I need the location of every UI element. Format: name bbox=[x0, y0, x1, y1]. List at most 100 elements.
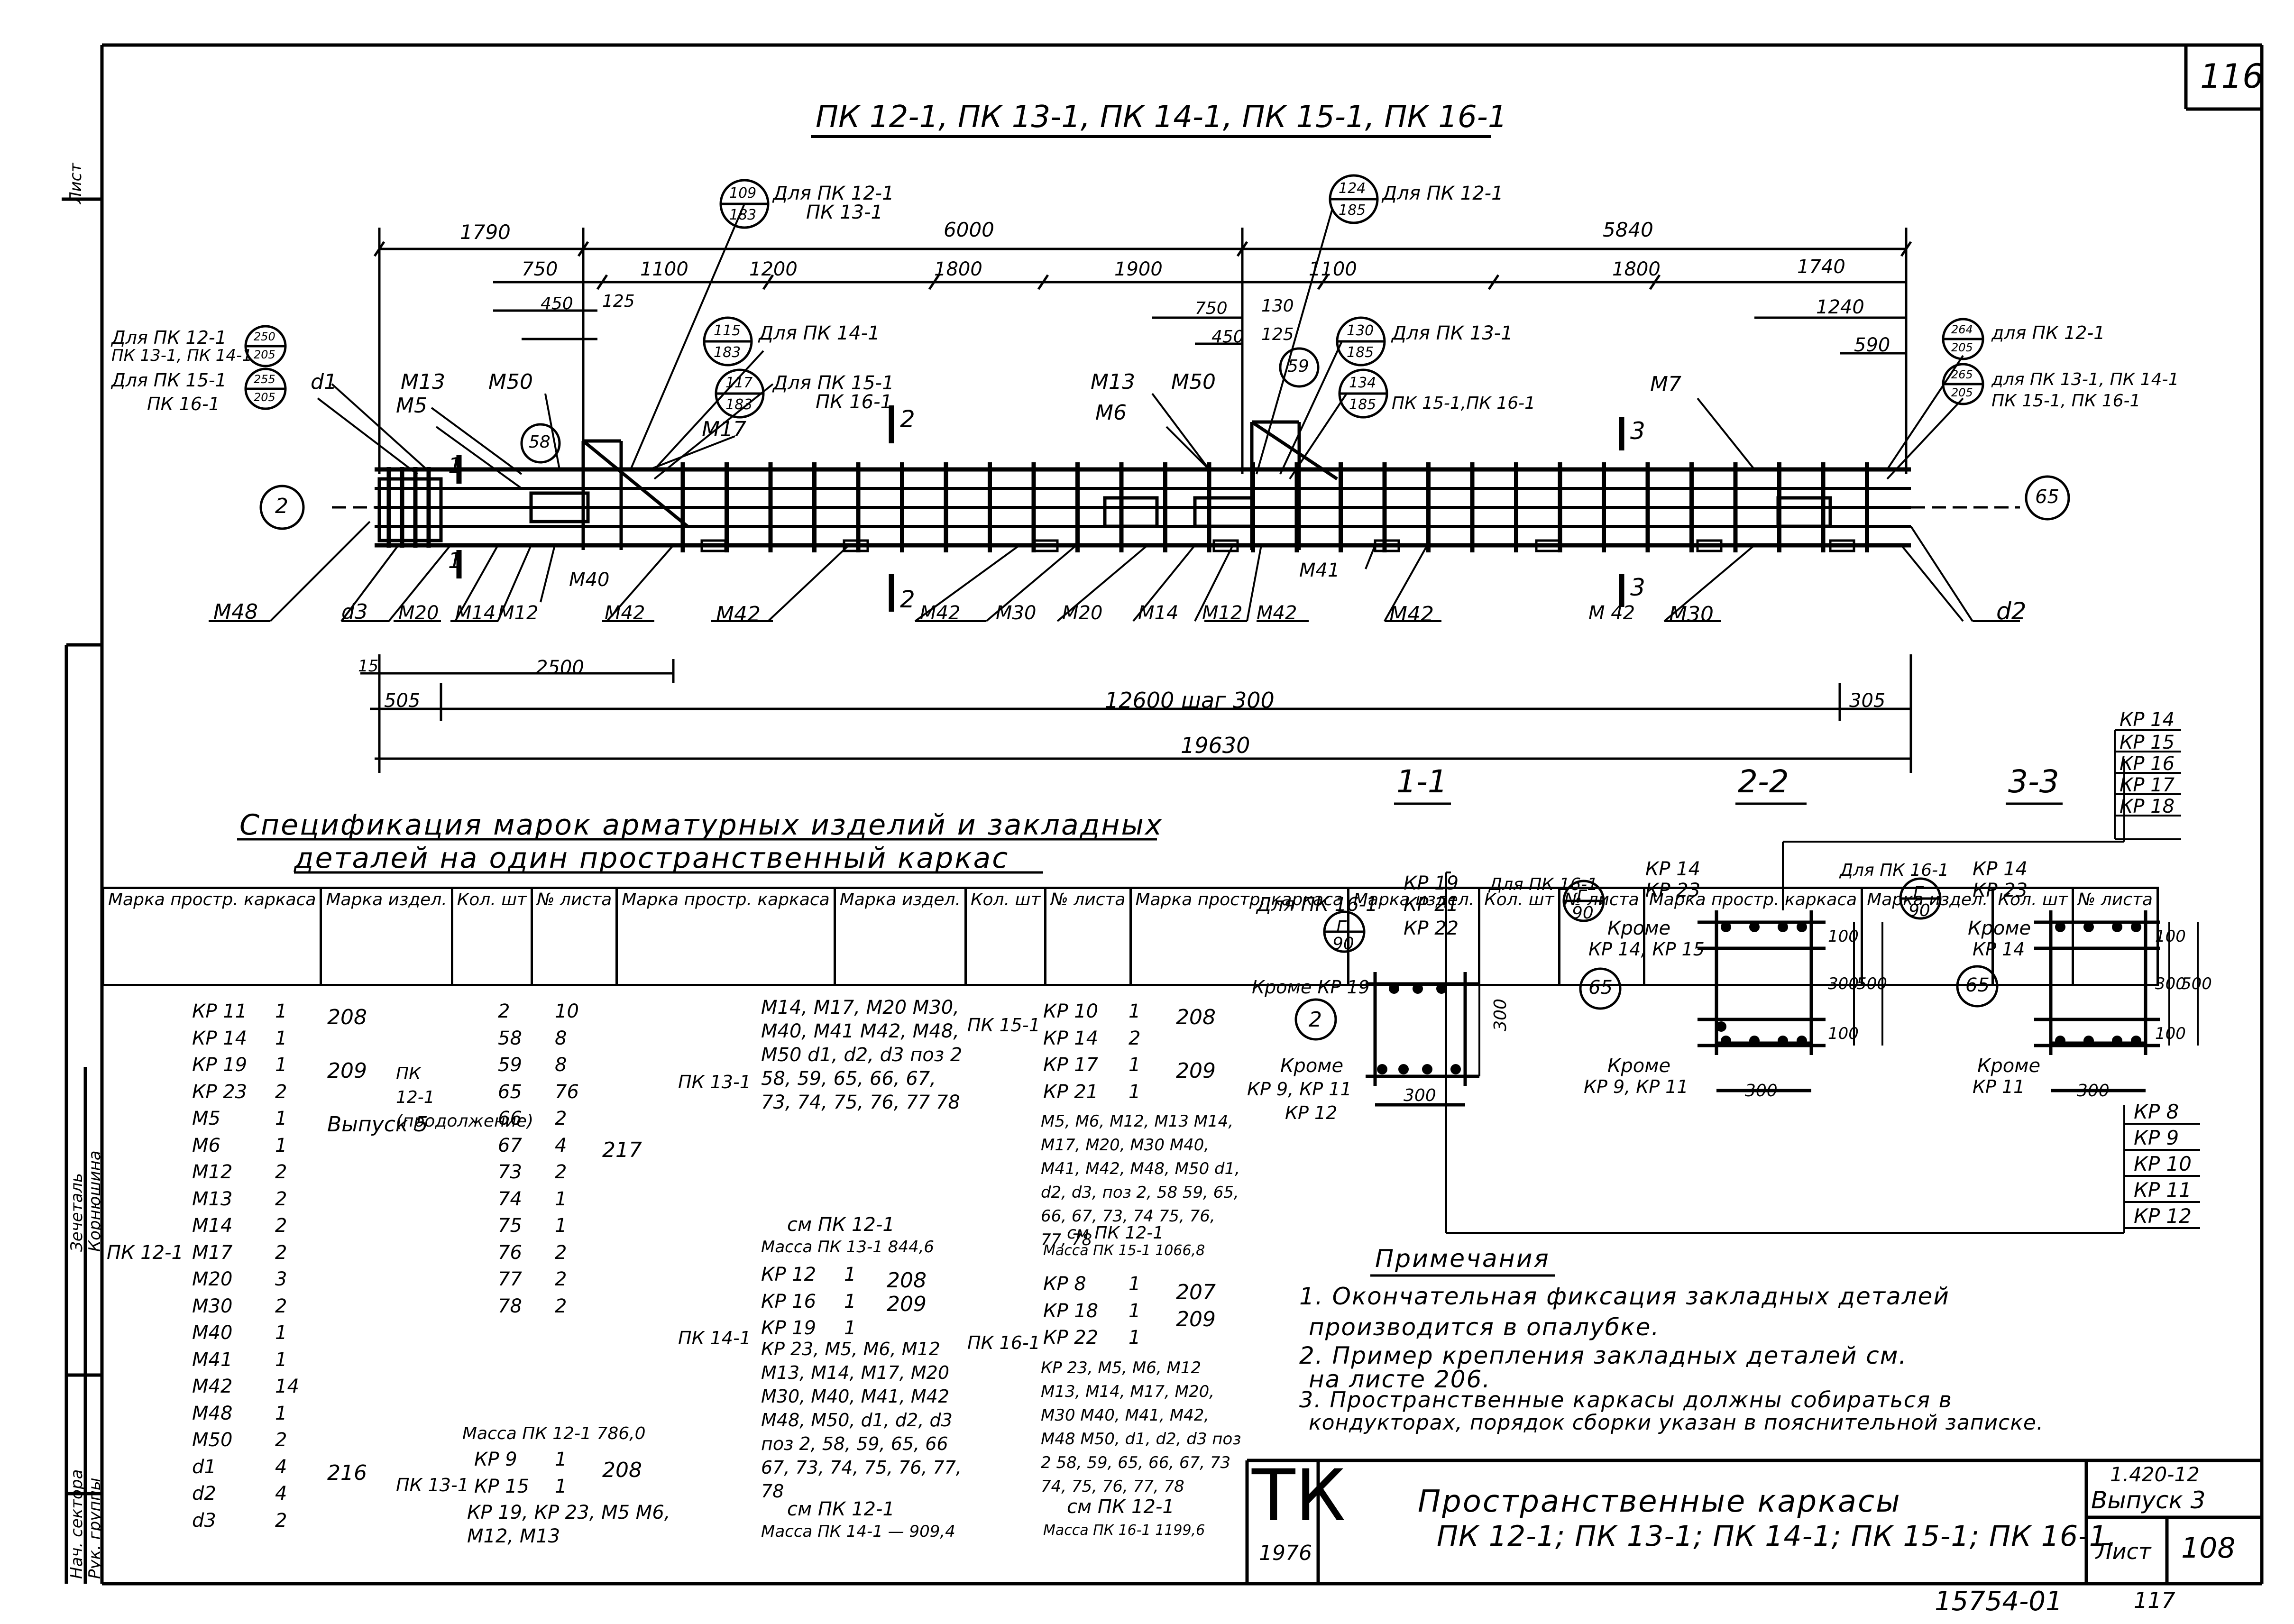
spec-qty: 4 bbox=[555, 1134, 567, 1156]
dim: 300 bbox=[2155, 974, 2186, 993]
dim: 2500 bbox=[536, 657, 584, 679]
spec-mark: ПК 15-1 bbox=[967, 1015, 1040, 1036]
side-nach: Нач. сектора bbox=[67, 1469, 86, 1579]
spec-qty: 2 bbox=[275, 1429, 287, 1451]
th: Кол. шт bbox=[1478, 887, 1560, 986]
dim: 1740 bbox=[1797, 256, 1845, 278]
label: М13 bbox=[1091, 370, 1135, 394]
label: КР 9, КР 11 bbox=[1247, 1079, 1352, 1100]
stamp-sheet: 108 bbox=[2181, 1532, 2236, 1565]
spec-item: М13 bbox=[192, 1188, 233, 1210]
callout-text: Для ПК 15-1 bbox=[773, 372, 894, 394]
spec-sheet: 208 bbox=[602, 1458, 642, 1482]
dim: 1100 bbox=[640, 258, 688, 280]
spec-item: 78 bbox=[498, 1295, 522, 1317]
label: КР 9, КР 11 bbox=[1584, 1076, 1688, 1097]
callout-den: 205 bbox=[254, 348, 275, 361]
label: М7 bbox=[1650, 372, 1681, 396]
spec-qty: 2 bbox=[555, 1241, 567, 1264]
label: М20 bbox=[398, 602, 439, 624]
callout-num: 124 bbox=[1339, 180, 1366, 197]
label: М6 bbox=[1095, 401, 1127, 425]
spec-qty: 1 bbox=[1129, 1327, 1141, 1349]
callout-num: 117 bbox=[725, 375, 753, 391]
dim: 1240 bbox=[1816, 296, 1864, 318]
kr-item: КР 17 bbox=[2120, 774, 2175, 796]
spec-qty: 1 bbox=[275, 1027, 287, 1049]
kr-item: КР 16 bbox=[2120, 753, 2175, 775]
dim: 1200 bbox=[749, 258, 798, 280]
label: М42 bbox=[1257, 602, 1297, 624]
note-line: 1. Окончательная фиксация закладных дета… bbox=[1299, 1283, 1950, 1310]
dim: 1790 bbox=[460, 220, 511, 244]
spec-qty: 1 bbox=[1129, 1054, 1141, 1076]
label: М12 bbox=[1202, 602, 1243, 624]
note-line: 3. Пространственные каркасы должны собир… bbox=[1299, 1387, 1953, 1413]
callout-num: 130 bbox=[1347, 322, 1374, 339]
label: Кроме bbox=[1968, 918, 2031, 939]
spec-item: КР 8 bbox=[1043, 1273, 1086, 1295]
spec-item: 73 bbox=[498, 1161, 522, 1183]
side-ruk: Рук. группы bbox=[85, 1477, 104, 1579]
dim: 100 bbox=[1828, 1024, 1859, 1043]
kr-item: КР 10 bbox=[2134, 1152, 2192, 1175]
spec-item: d1 bbox=[192, 1456, 216, 1478]
section-mark: 3 bbox=[1630, 574, 1645, 601]
spec-item: М12 bbox=[192, 1161, 233, 1183]
label: М30 bbox=[1669, 602, 1714, 626]
th: Кол. шт bbox=[964, 887, 1047, 986]
spec-mass: Масса ПК 16-1 1199,6 bbox=[1043, 1522, 1205, 1539]
dim: 100 bbox=[1828, 927, 1859, 946]
th: Кол. шт bbox=[1991, 887, 2074, 986]
callout-text: ПК 15-1,ПК 16-1 bbox=[1392, 394, 1535, 413]
spec-sheet: 208 bbox=[1176, 1005, 1216, 1029]
spec-qty: 2 bbox=[275, 1081, 287, 1103]
label: М40 bbox=[569, 569, 610, 591]
spec-mark: ПК 13-1 bbox=[678, 1072, 751, 1092]
spec-item: М20 bbox=[192, 1268, 233, 1290]
dim: 450 bbox=[1211, 327, 1244, 347]
dim: 305 bbox=[1849, 690, 1886, 712]
callout-text: ПК 16-1 bbox=[816, 391, 892, 413]
label: М13 bbox=[401, 370, 445, 394]
spec-item: 74 bbox=[498, 1188, 522, 1210]
kr-item: КР 14 bbox=[2120, 709, 2175, 731]
dim: 5840 bbox=[1603, 218, 1653, 241]
spec-item: М5 bbox=[192, 1108, 220, 1129]
spec-mark: ПК 14-1 bbox=[678, 1328, 751, 1349]
side-name: Зечеталь bbox=[67, 1173, 86, 1252]
spec-item: М30 bbox=[192, 1295, 233, 1317]
plate bbox=[1212, 539, 1239, 552]
callout-num: 255 bbox=[254, 373, 275, 386]
spec-item: КР 14 bbox=[1043, 1027, 1099, 1049]
plate bbox=[843, 539, 869, 552]
label: КР 23 bbox=[1645, 880, 1701, 901]
spec-item: М6 bbox=[192, 1134, 220, 1156]
spec-sheet: 209 bbox=[327, 1059, 367, 1083]
spec-qty: 1 bbox=[555, 1215, 567, 1237]
spec-sheet: 208 bbox=[327, 1005, 367, 1029]
spec-item: КР 14 bbox=[192, 1027, 248, 1049]
spec-title: Спецификация марок арматурных изделий и … bbox=[239, 808, 1164, 842]
section-mark: 1 bbox=[448, 548, 462, 573]
dim: 100 bbox=[2155, 1024, 2186, 1043]
spec-sheet: 209 bbox=[887, 1292, 927, 1316]
label: М14 bbox=[1138, 602, 1179, 624]
spec-ref: см ПК 12-1 bbox=[787, 1214, 895, 1236]
label: КР 22 bbox=[1404, 918, 1459, 939]
stamp-year: 1976 bbox=[1259, 1541, 1312, 1565]
label: КР 12 bbox=[1285, 1102, 1338, 1123]
callout-text: ПК 13-1 bbox=[806, 202, 883, 223]
dim: 300 bbox=[1828, 974, 1859, 993]
dim: 12600 шаг 300 bbox=[1105, 688, 1275, 713]
callout-text: Для ПК 14-1 bbox=[759, 322, 880, 344]
spec-item: d3 bbox=[192, 1509, 216, 1532]
label: М17 bbox=[702, 417, 746, 441]
spec-qty: 1 bbox=[275, 1322, 287, 1344]
spec-item: d2 bbox=[192, 1483, 216, 1505]
label: 90 bbox=[1332, 934, 1354, 954]
callout-den: 205 bbox=[254, 391, 275, 404]
dim: 130 bbox=[1261, 296, 1294, 316]
spec-item: КР 23 bbox=[192, 1081, 248, 1103]
spec-item: М41 bbox=[192, 1349, 233, 1371]
